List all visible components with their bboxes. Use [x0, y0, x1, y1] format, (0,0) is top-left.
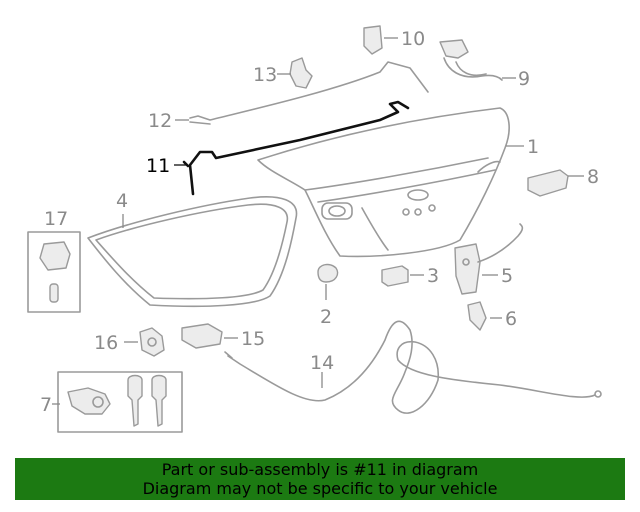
callout-4: 4	[116, 190, 128, 212]
callout-1: 1	[527, 136, 539, 158]
part-2-bumper	[317, 263, 339, 283]
callout-14: 14	[310, 352, 334, 374]
notice-banner: Part or sub-assembly is #11 in diagram D…	[15, 458, 625, 500]
banner-line-2: Diagram may not be specific to your vehi…	[142, 479, 498, 498]
part-9-harness	[439, 39, 503, 81]
part-13-hinge	[289, 57, 313, 89]
callout-6: 6	[505, 308, 517, 330]
callout-13: 13	[253, 64, 277, 86]
callout-9: 9	[518, 68, 530, 90]
callout-3: 3	[427, 265, 439, 287]
callout-17: 17	[44, 208, 68, 230]
callout-8: 8	[587, 166, 599, 188]
part-4-weatherstrip	[87, 196, 298, 308]
callout-11: 11	[146, 155, 170, 177]
callout-15: 15	[241, 328, 265, 350]
part-7-lock-and-keys	[57, 371, 183, 433]
part-11-torsion-rod	[182, 100, 410, 196]
part-10-clip	[363, 25, 383, 55]
part-5-latch	[454, 223, 524, 295]
part-15-switch	[181, 323, 223, 349]
part-1-trunk-lid	[257, 107, 510, 258]
part-8-garnish	[527, 169, 569, 197]
callout-2: 2	[320, 306, 332, 328]
callout-16: 16	[94, 332, 118, 354]
part-3-block	[381, 265, 409, 287]
part-14-release-cable	[224, 320, 602, 414]
part-17-bulb-socket	[27, 231, 81, 313]
callout-10: 10	[401, 28, 425, 50]
part-16-motor	[139, 327, 165, 357]
part-12-rod	[189, 61, 429, 125]
banner-line-1: Part or sub-assembly is #11 in diagram	[161, 460, 479, 479]
callout-5: 5	[501, 265, 513, 287]
callout-12: 12	[148, 110, 172, 132]
part-6-bracket	[467, 301, 487, 331]
callout-7: 7	[40, 394, 52, 416]
